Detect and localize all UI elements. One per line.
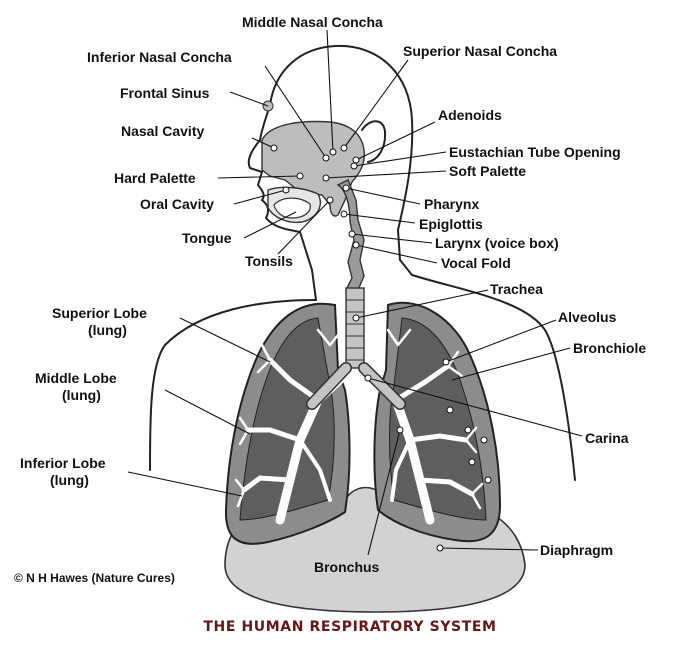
main-bronchi: [306, 362, 406, 410]
label-inferior-nasal-concha: Inferior Nasal Concha: [87, 49, 232, 65]
label-nasal-cavity: Nasal Cavity: [121, 123, 204, 139]
ear: [361, 120, 387, 163]
alveolus-dot: [468, 458, 476, 466]
label-soft-palette: Soft Palette: [449, 163, 526, 179]
label-pharynx: Pharynx: [424, 196, 479, 212]
leader-lines: [127, 29, 583, 556]
label-tongue: Tongue: [182, 230, 232, 246]
label-bronchiole: Bronchiole: [573, 340, 646, 356]
body-outline: [149, 44, 576, 481]
alveolus-dot: [446, 406, 454, 414]
face-profile: [247, 104, 301, 233]
label-vocal-fold: Vocal Fold: [441, 255, 511, 271]
label-inferior-lobe-lung: (lung): [50, 472, 89, 488]
label-larynx: Larynx (voice box): [435, 235, 559, 251]
label-trachea: Trachea: [490, 281, 543, 297]
pharynx-larynx: [336, 179, 365, 291]
copyright-text: © N H Hawes (Nature Cures): [14, 571, 175, 585]
right-shoulder: [411, 274, 576, 481]
label-middle-lobe-lung: (lung): [62, 387, 101, 403]
label-inferior-lobe: Inferior Lobe: [20, 455, 106, 471]
label-superior-nasal-concha: Superior Nasal Concha: [403, 43, 557, 59]
alveolus-dot: [480, 436, 488, 444]
label-carina: Carina: [585, 430, 629, 446]
left-lung: [224, 302, 351, 545]
trachea-tube: [345, 287, 365, 369]
label-oral-cavity: Oral Cavity: [140, 196, 214, 212]
tongue-shape: [273, 197, 311, 219]
label-frontal-sinus: Frontal Sinus: [120, 85, 210, 101]
label-diaphragm: Diaphragm: [540, 542, 613, 558]
label-hard-palette: Hard Palette: [114, 170, 196, 186]
label-middle-nasal-concha: Middle Nasal Concha: [242, 14, 383, 30]
left-shoulder: [149, 299, 317, 471]
neck-front: [299, 231, 317, 301]
alveolus-dot: [484, 476, 492, 484]
label-epiglottis: Epiglottis: [419, 216, 483, 232]
label-eustachian-tube-opening: Eustachian Tube Opening: [449, 144, 621, 160]
head-airway: [261, 100, 366, 291]
label-bronchus: Bronchus: [314, 559, 380, 575]
alveolus-dot: [464, 426, 472, 434]
labels: Middle Nasal Concha Inferior Nasal Conch…: [20, 14, 646, 575]
diagram-title: THE HUMAN RESPIRATORY SYSTEM: [203, 619, 496, 635]
label-tonsils: Tonsils: [245, 253, 293, 269]
head-outline: [269, 44, 414, 276]
label-adenoids: Adenoids: [438, 107, 502, 123]
label-middle-lobe: Middle Lobe: [35, 370, 117, 386]
label-alveolus: Alveolus: [558, 309, 617, 325]
label-superior-lobe-lung: (lung): [88, 322, 127, 338]
nasal-cavity-region: [261, 120, 366, 217]
label-superior-lobe: Superior Lobe: [52, 305, 147, 321]
